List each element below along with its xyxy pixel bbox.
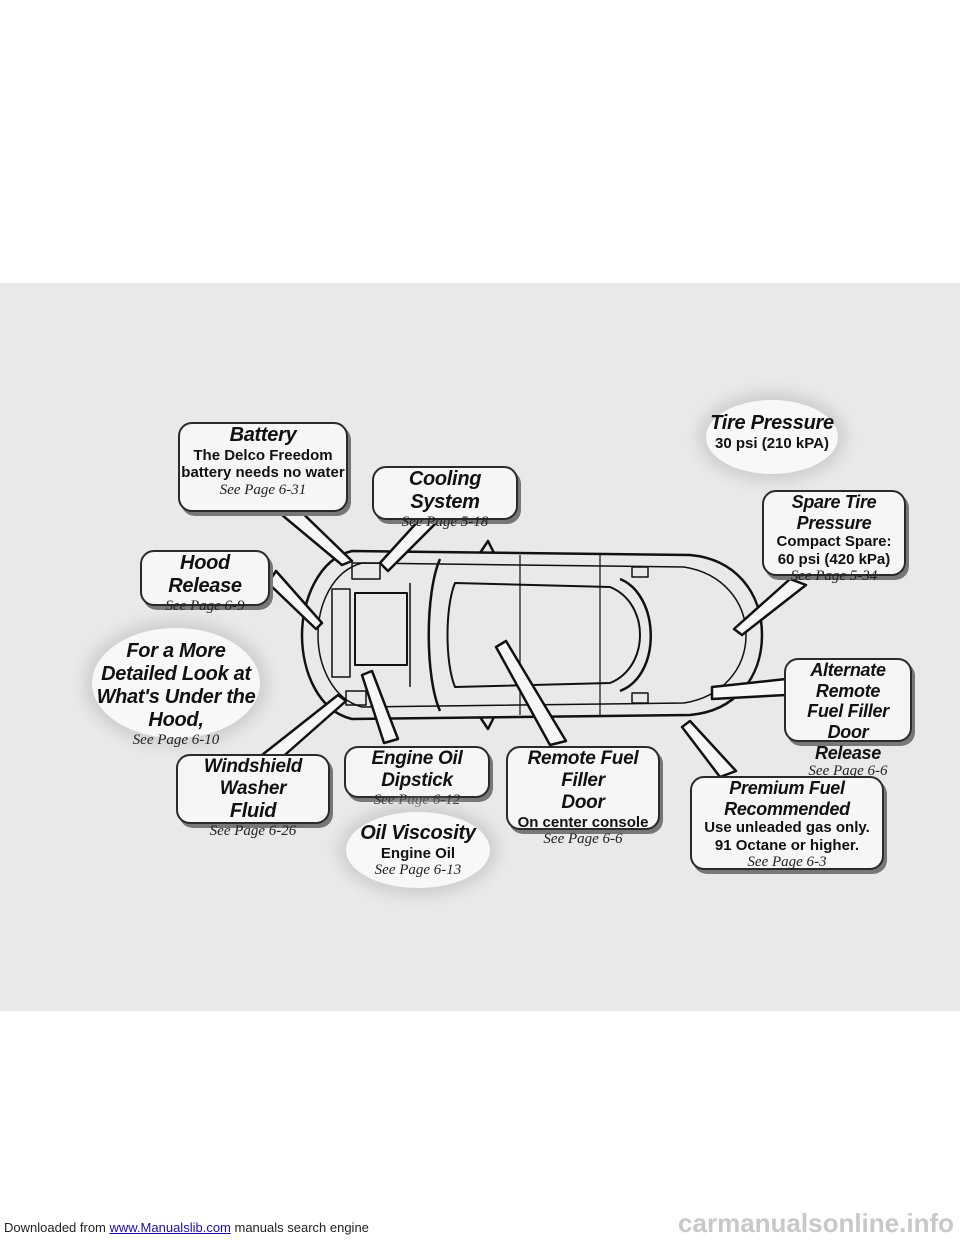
oil-viscosity-callout: Oil Viscosity Engine Oil See Page 6-13 [346,812,490,888]
remote-fuel-door-callout: Remote Fuel Filler Door On center consol… [506,746,660,847]
footer-prefix: Downloaded from [4,1220,110,1235]
arrow-remote-fuel [494,639,568,747]
alt-fuel-line2: Fuel Filler Door [807,701,889,743]
detailed-line3: What's Under the Hood, [96,686,256,731]
car-body-inner [317,562,747,708]
arrow-hood [266,569,324,631]
engine-part [331,588,351,678]
car-mirror-top [478,539,496,554]
washer-fluid-callout: Windshield Washer Fluid See Page 6-26 [176,754,330,839]
spare-title: Spare Tire Pressure [791,492,877,533]
watermark: carmanualsonline.info [678,1208,954,1238]
arrow-alt-fuel [710,677,788,701]
viscosity-ref: See Page 6-13 [374,862,462,879]
car-diagram [260,499,808,779]
viscosity-line1: Engine Oil [380,845,456,862]
tail-light [631,566,649,578]
battery-title: Battery [229,424,297,446]
detailed-look-callout: For a More Detailed Look at What's Under… [92,628,260,748]
footer-suffix: manuals search engine [230,1220,369,1235]
spare-ref: See Page 5-34 [790,567,878,584]
detailed-line1: For a More [126,640,226,662]
premium-line2: 91 Octane or higher. [714,836,860,854]
alt-fuel-ref: See Page 6-6 [808,763,888,780]
remote-fuel-ref: See Page 6-6 [543,830,623,847]
cooling-title: Cooling System [408,468,482,513]
spare-line2: 60 psi (420 kPa) [777,550,891,568]
arrow-cooling [378,517,440,573]
alt-fuel-door-callout: Alternate Remote Fuel Filler Door Releas… [784,658,912,779]
battery-line1: The Delco Freedom [193,447,333,464]
remote-fuel-line3: On center console [517,813,649,831]
arrow-washer [260,693,348,763]
arrow-premium [680,719,738,779]
dipstick-ref: See Page 6-12 [373,791,461,808]
download-footer: Downloaded from www.Manualslib.com manua… [4,1220,369,1235]
alt-fuel-line1: Alternate Remote [810,660,886,701]
premium-title: Premium Fuel Recommended [724,778,850,819]
premium-ref: See Page 6-3 [747,853,827,870]
viscosity-title: Oil Viscosity [360,822,476,844]
washer-ref: See Page 6-26 [209,822,297,839]
cooling-ref: See Page 5-18 [401,514,489,530]
hood-title: Hood Release [168,552,242,597]
detailed-ref: See Page 6-10 [132,732,220,748]
arrow-dipstick [360,669,400,745]
fuel-door-mark [631,692,649,704]
car-cabin [446,582,641,688]
car-mirror-bottom [478,716,496,731]
arrow-spare [732,577,808,637]
tire-title: Tire Pressure [710,412,834,434]
battery-line2: battery needs no water [181,464,345,482]
premium-fuel-callout: Premium Fuel Recommended Use unleaded ga… [690,776,884,870]
alt-fuel-line3: Release [815,742,881,763]
car-rear-window [619,577,652,693]
washer-line1: Windshield Washer [203,756,303,799]
tire-pressure-callout: Tire Pressure 30 psi (210 kPA) [706,400,838,474]
battery-part [351,562,381,580]
washer-line2: Fluid [229,799,277,822]
premium-line1: Use unleaded gas only. [704,819,870,837]
hood-ref: See Page 6-9 [165,598,245,614]
washer-part [345,690,367,706]
footer-link[interactable]: www.Manualslib.com [109,1220,231,1235]
remote-fuel-line2: Door [561,791,605,813]
cooling-callout: Cooling System See Page 5-18 [372,466,518,530]
hood-release-callout: Hood Release See Page 6-9 [140,550,270,614]
spare-line1: Compact Spare: [776,533,892,551]
dipstick-callout: Engine Oil Dipstick See Page 6-12 [344,746,490,808]
battery-callout: Battery The Delco Freedom battery needs … [178,422,348,512]
remote-fuel-line1: Remote Fuel Filler [527,748,639,791]
tire-line1: 30 psi (210 kPA) [715,435,829,452]
battery-ref: See Page 6-31 [219,481,307,498]
detailed-line2: Detailed Look at [101,663,251,685]
spare-tire-callout: Spare Tire Pressure Compact Spare: 60 ps… [762,490,906,584]
dipstick-title: Engine Oil Dipstick [371,748,463,791]
car-windshield [427,558,442,712]
engine-block [354,592,408,666]
